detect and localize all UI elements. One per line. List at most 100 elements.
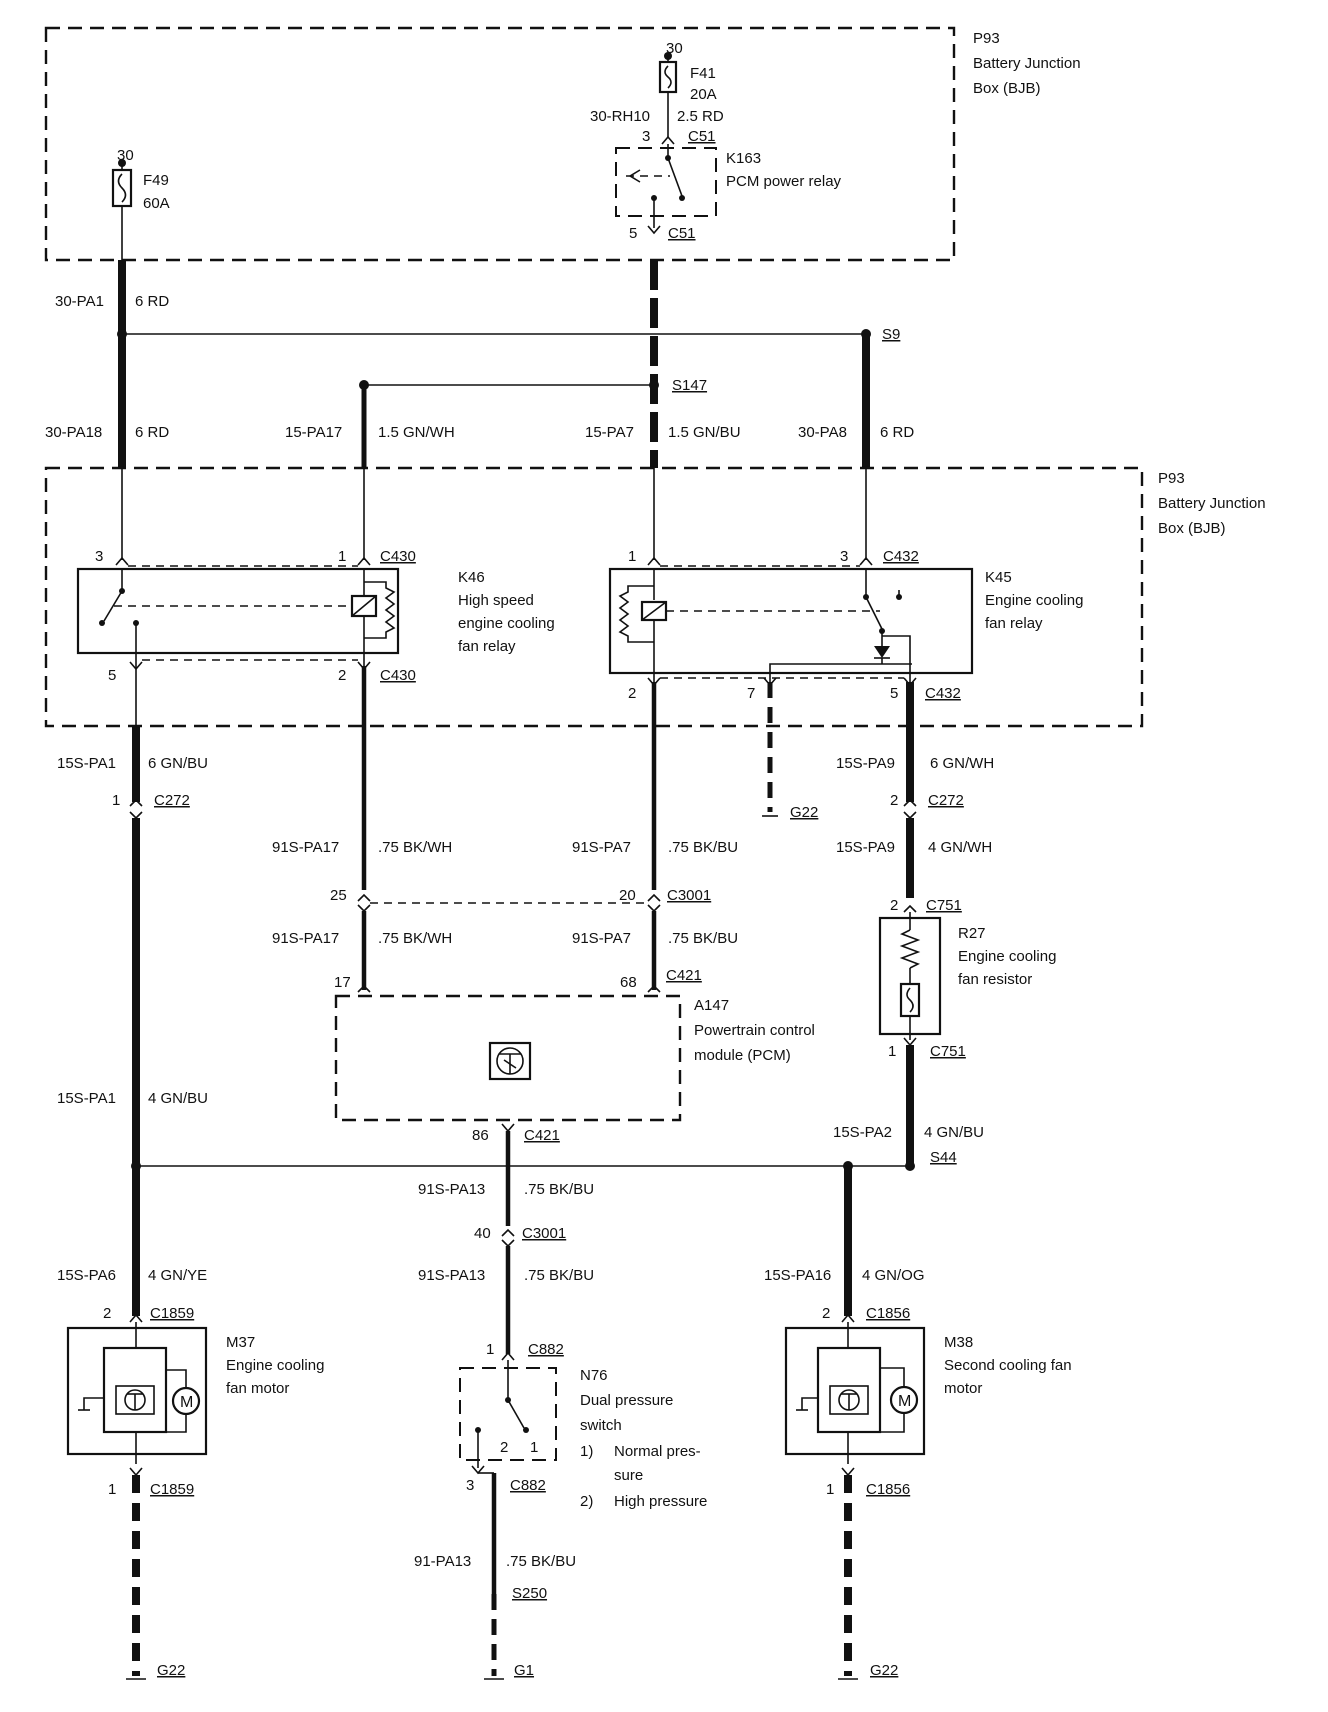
m37-line2: fan motor — [226, 1380, 289, 1397]
n76-sw2: 2 — [500, 1439, 508, 1456]
k45-pin3: 3 — [840, 548, 848, 565]
c3001-pin25: 25 — [330, 887, 347, 904]
m37-motor-icon — [171, 1386, 201, 1416]
f49-id: F49 — [143, 172, 169, 189]
c3001-pin40: 40 — [474, 1225, 491, 1242]
c272-conn-right: C272 — [928, 792, 964, 809]
bjb-top-box — [44, 26, 956, 262]
k45-pin7: 7 — [747, 685, 755, 702]
c421-conn: C421 — [666, 967, 702, 984]
w15s-pa6-circuit: 15S-PA6 — [57, 1267, 116, 1284]
w15s-pa6-spec: 4 GN/YE — [148, 1267, 207, 1284]
n76-opt1-b: sure — [614, 1467, 643, 1484]
k45-conn-top: C432 — [883, 548, 919, 565]
w15s-pa9-mid-circuit: 15S-PA9 — [836, 839, 895, 856]
k163-conn-out: C51 — [668, 225, 696, 242]
k46-id: K46 — [458, 569, 485, 586]
w15s-pa1-top-spec: 6 GN/BU — [148, 755, 208, 772]
w91s-pa7-b-spec: .75 BK/BU — [668, 930, 738, 947]
w91s-pa17-b-spec: .75 BK/WH — [378, 930, 452, 947]
k45-relay-box — [608, 567, 974, 675]
m38-conn-top: C1856 — [866, 1305, 910, 1322]
c3001-pin20: 20 — [619, 887, 636, 904]
m37-line1: Engine cooling — [226, 1357, 324, 1374]
n76-opt2-num: 2) — [580, 1493, 593, 1510]
m37-conn-bot: C1859 — [150, 1481, 194, 1498]
ground-g22-left: G22 — [157, 1662, 185, 1679]
c421-conn-b: C421 — [524, 1127, 560, 1144]
k46-pin5: 5 — [108, 667, 116, 684]
m38-motor-icon — [889, 1385, 919, 1415]
ground-g22-mid: G22 — [790, 804, 818, 821]
w15s-pa16-circuit: 15S-PA16 — [764, 1267, 831, 1284]
bjb-top-line2: Box (BJB) — [973, 80, 1041, 97]
w91s-pa7-a-spec: .75 BK/BU — [668, 839, 738, 856]
m37-pin-bot: 1 — [108, 1481, 116, 1498]
w15s-pa1-top-circuit: 15S-PA1 — [57, 755, 116, 772]
k45-diode-icon — [874, 646, 890, 658]
m38-line2: motor — [944, 1380, 982, 1397]
bjb-top-id: P93 — [973, 30, 1000, 47]
bjb-top-line1: Battery Junction — [973, 55, 1081, 72]
n76-opt2: High pressure — [614, 1493, 707, 1510]
c272-pin-left: 1 — [112, 792, 120, 809]
w30-pa8-circuit: 30-PA8 — [798, 424, 847, 441]
pcm-id: A147 — [694, 997, 729, 1014]
w15s-pa9-top-spec: 6 GN/WH — [930, 755, 994, 772]
n76-conn-top: C882 — [528, 1341, 564, 1358]
splice-s44-label: S44 — [930, 1149, 957, 1166]
w15-pa17-spec: 1.5 GN/WH — [378, 424, 455, 441]
m38-pin-top: 2 — [822, 1305, 830, 1322]
bjb-mid-id: P93 — [1158, 470, 1185, 487]
pcm-line2: module (PCM) — [694, 1047, 791, 1064]
r27-conn-bot: C751 — [930, 1043, 966, 1060]
m37-id: M37 — [226, 1334, 255, 1351]
c421-pin86: 86 — [472, 1127, 489, 1144]
f41-rating: 20A — [690, 86, 717, 103]
k45-pin1: 1 — [628, 548, 636, 565]
w91s-pa13-a-circuit: 91S-PA13 — [418, 1181, 485, 1198]
bjb-mid-box — [44, 466, 1144, 728]
splice-s147-label: S147 — [672, 377, 707, 394]
k45-id: K45 — [985, 569, 1012, 586]
k163-pin-out: 5 — [629, 225, 637, 242]
pcm-module-box — [334, 994, 682, 1122]
ground-g22-right: G22 — [870, 1662, 898, 1679]
c421-pin17: 17 — [334, 974, 351, 991]
w30-pa1-circuit: 30-PA1 — [55, 293, 104, 310]
f41-id: F41 — [690, 65, 716, 82]
r27-pin-top: 2 — [890, 897, 898, 914]
f49-rating: 60A — [143, 195, 170, 212]
w15s-pa1-mid-spec: 4 GN/BU — [148, 1090, 208, 1107]
k46-line2: engine cooling — [458, 615, 555, 632]
f49-pin: 30 — [117, 147, 134, 164]
r27-conn-top: C751 — [926, 897, 962, 914]
k163-relay-box — [615, 147, 717, 217]
m38-conn-bot: C1856 — [866, 1481, 910, 1498]
n76-pin-top: 1 — [486, 1341, 494, 1358]
w30-pa1-spec: 6 RD — [135, 293, 169, 310]
w15s-pa2-spec: 4 GN/BU — [924, 1124, 984, 1141]
w15s-pa16-spec: 4 GN/OG — [862, 1267, 925, 1284]
m37-motor-box — [66, 1326, 208, 1456]
w15-pa17-circuit: 15-PA17 — [285, 424, 342, 441]
w15s-pa2-circuit: 15S-PA2 — [833, 1124, 892, 1141]
splice-s147-dot — [649, 380, 659, 390]
m37-conn-top: C1859 — [150, 1305, 194, 1322]
bjb-mid-line2: Box (BJB) — [1158, 520, 1226, 537]
c272-pin-right: 2 — [890, 792, 898, 809]
w15s-pa9-mid-spec: 4 GN/WH — [928, 839, 992, 856]
c3001-conn-b: C3001 — [522, 1225, 566, 1242]
w30-pa18-circuit: 30-PA18 — [45, 424, 102, 441]
k45-line2: fan relay — [985, 615, 1043, 632]
k46-line3: fan relay — [458, 638, 516, 655]
w15s-pa1-mid-circuit: 15S-PA1 — [57, 1090, 116, 1107]
n76-opt1-num: 1) — [580, 1443, 593, 1460]
c3001-conn: C3001 — [667, 887, 711, 904]
k163-conn-in: C51 — [688, 128, 716, 145]
w91s-pa13-a-spec: .75 BK/BU — [524, 1181, 594, 1198]
n76-id: N76 — [580, 1367, 608, 1384]
w15s-pa9-top-circuit: 15S-PA9 — [836, 755, 895, 772]
w91-pa13-spec: .75 BK/BU — [506, 1553, 576, 1570]
